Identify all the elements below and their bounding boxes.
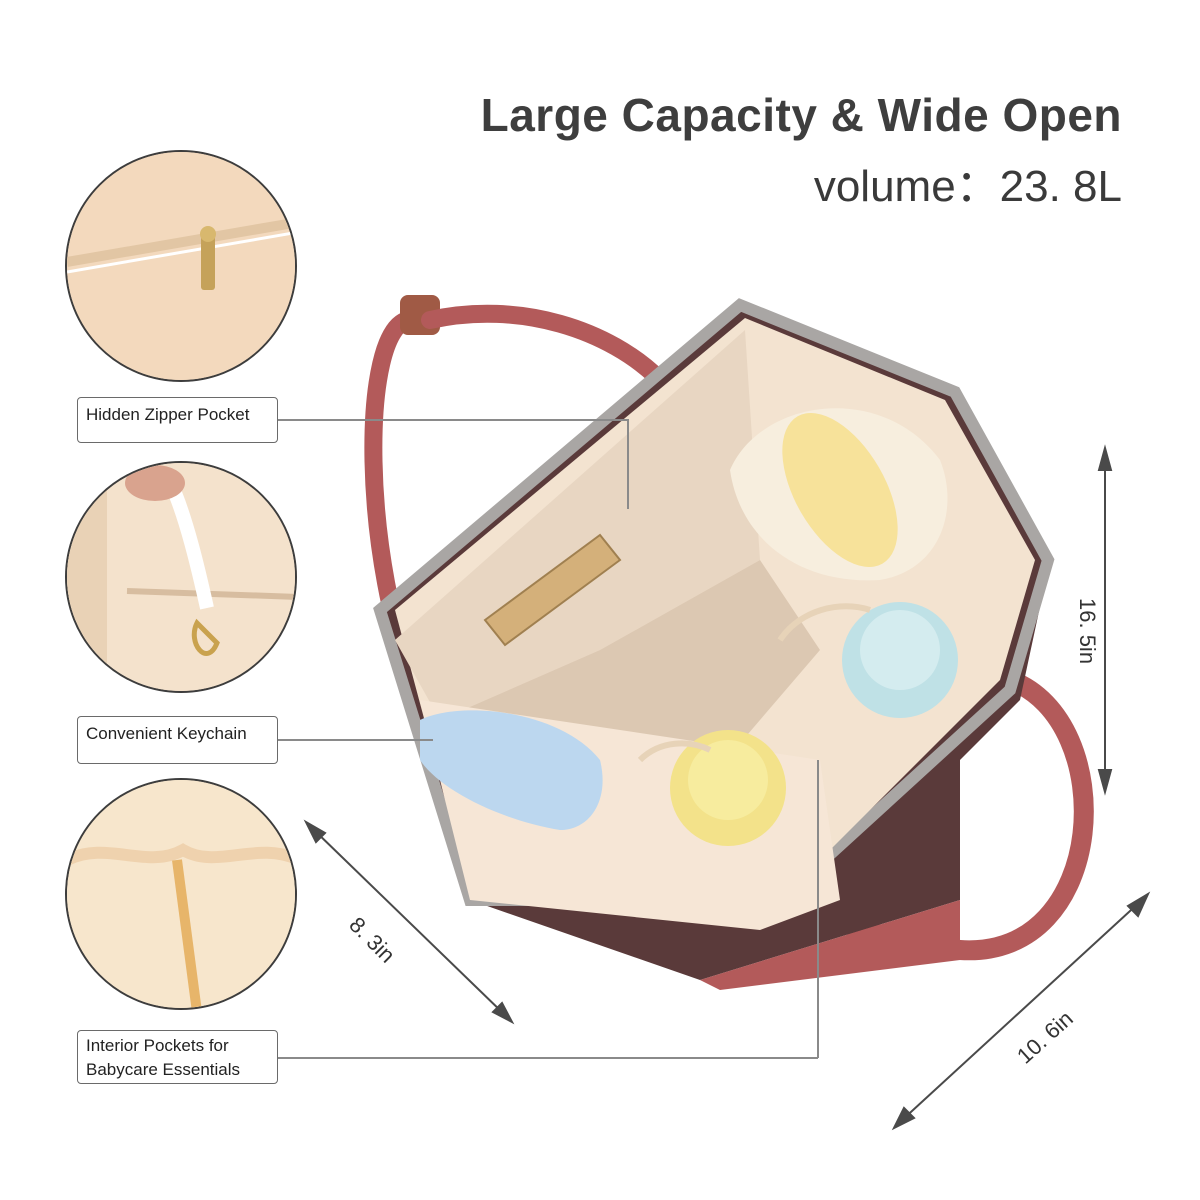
leader-line-pockets [278,1057,818,1059]
leader-line-keychain [278,739,433,741]
callout-hidden-zipper-pocket-text: Hidden Zipper Pocket [86,405,250,424]
detail-circle-interior-pockets [65,778,297,1010]
leader-line-zipper [278,419,628,421]
leader-line-pockets-rise [817,760,819,1058]
detail-circle-keychain [65,461,297,693]
callout-hidden-zipper-pocket: Hidden Zipper Pocket [77,397,278,443]
headline-title: Large Capacity & Wide Open [480,89,1122,141]
callout-interior-pockets: Interior Pockets for Babycare Essentials [77,1030,278,1084]
volume-text: volume：23. 8L [813,162,1122,211]
callout-interior-pockets-line1: Interior Pockets for [86,1036,229,1055]
leader-line-zipper-drop [627,419,629,509]
callout-convenient-keychain: Convenient Keychain [77,716,278,764]
dimension-height-label: 16. 5in [1075,598,1100,665]
callout-interior-pockets-line2: Babycare Essentials [86,1060,241,1079]
callout-convenient-keychain-text: Convenient Keychain [86,724,247,743]
detail-circle-zipper-pocket [65,150,297,382]
